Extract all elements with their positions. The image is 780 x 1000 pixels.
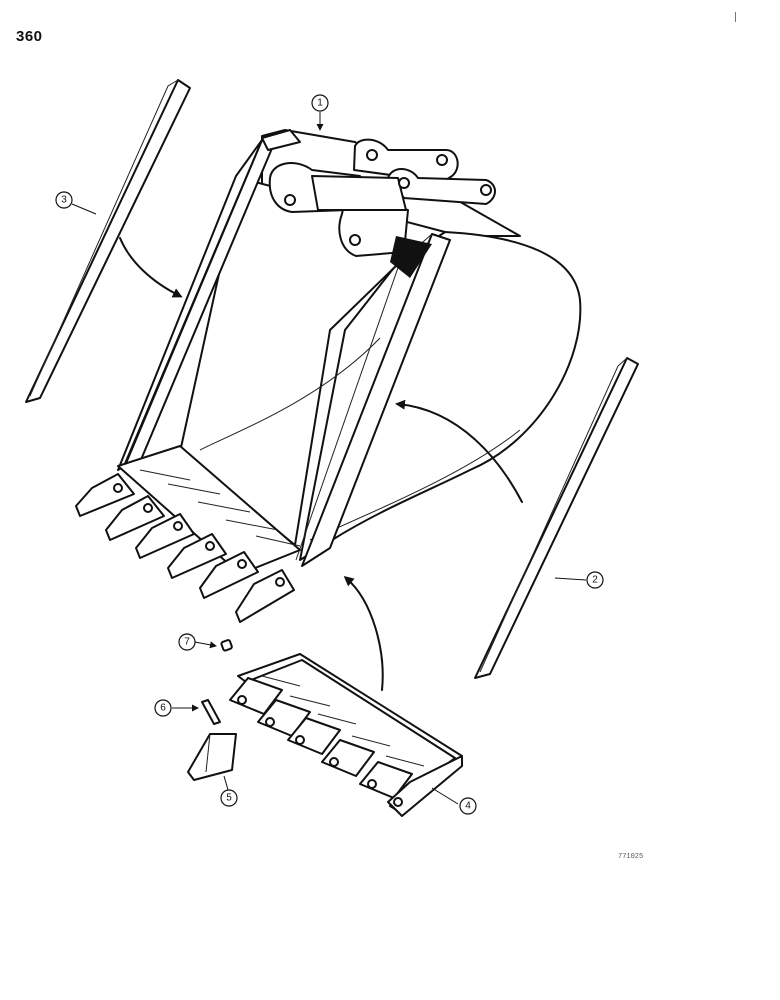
arrow-adapter-bar: [343, 576, 384, 691]
callout-6-label: 6: [160, 703, 166, 714]
side-cutter-left: [25, 79, 191, 403]
callout-6: 6: [154, 699, 172, 717]
callout-5: 5: [220, 789, 238, 807]
callout-3-label: 3: [61, 195, 67, 206]
callout-7-label: 7: [184, 637, 190, 648]
adapter-bar: [229, 653, 463, 817]
reference-code: 771025: [618, 853, 644, 861]
margin-tick: [735, 12, 736, 22]
bucket: [75, 129, 582, 623]
callout-3: 3: [55, 191, 73, 209]
pin: [201, 699, 221, 725]
bucket-teeth: [75, 469, 301, 623]
callout-1: 1: [311, 94, 329, 112]
callout-5-label: 5: [226, 793, 232, 804]
tooth: [187, 733, 237, 781]
retainer: [220, 639, 233, 652]
callout-4: 4: [459, 797, 477, 815]
callout-4-label: 4: [465, 801, 471, 812]
page-number: 360: [16, 28, 43, 45]
callout-7: 7: [178, 633, 196, 651]
side-cutter-right: [474, 357, 639, 679]
callout-1-label: 1: [317, 98, 323, 109]
arrow-side-cutter-right: [395, 399, 523, 503]
arrow-side-cutter-left: [119, 237, 183, 298]
callout-2: 2: [586, 571, 604, 589]
callout-2-label: 2: [592, 575, 598, 586]
